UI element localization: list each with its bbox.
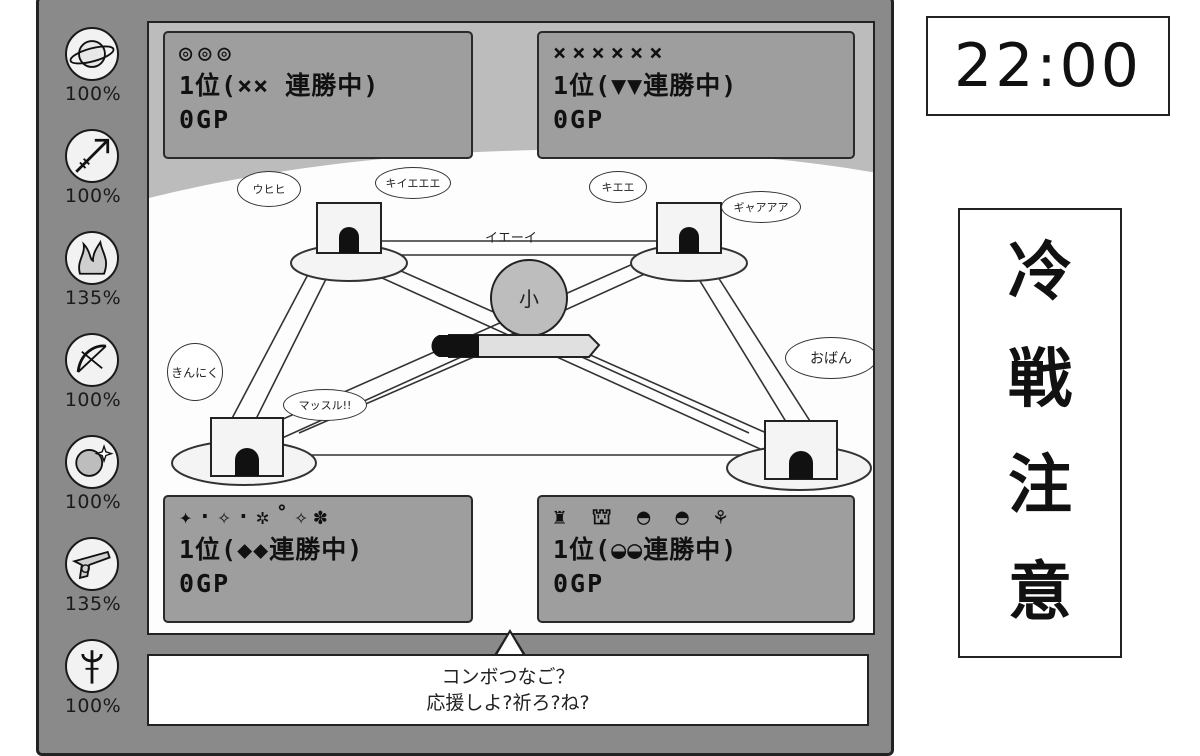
team-gp: 0GP xyxy=(179,569,231,598)
team-name: ✦·✧·✲˚✧✽ xyxy=(179,505,333,530)
stat-percent: 100% xyxy=(64,185,122,207)
planet-icon xyxy=(65,27,119,81)
team-gp: 0GP xyxy=(553,105,605,134)
team-name: ×××××× xyxy=(553,41,669,66)
stat-percent: 135% xyxy=(64,593,122,615)
speech-bubble: キエエ xyxy=(589,171,647,203)
sparkle-orb-icon xyxy=(65,435,119,489)
stat-percent: 100% xyxy=(64,491,122,513)
message-tail-fill xyxy=(497,633,523,655)
stat-slot-1[interactable]: 100% xyxy=(53,27,133,127)
message-line-2: 応援しよ?祈ろ?ね? xyxy=(426,692,590,714)
team-gp: 0GP xyxy=(553,569,605,598)
team-rank: 1位(×× 連勝中) xyxy=(179,71,380,100)
message-line-1: コンボつなご？ xyxy=(441,666,575,688)
speech-bubble: キイエエエ xyxy=(375,167,451,199)
stat-slot-4[interactable]: 100% xyxy=(53,333,133,433)
speech-bubble: おばん xyxy=(785,337,873,379)
stat-percent: 135% xyxy=(64,287,122,309)
stat-slot-6[interactable]: 135% xyxy=(53,537,133,637)
character-face-mark: 小 xyxy=(519,287,539,311)
game-frame: 100% 100% 135% 100% 100% xyxy=(36,0,894,756)
warning-char: 意 xyxy=(1008,554,1072,630)
warning-sign: 冷 戦 注 意 xyxy=(958,208,1122,658)
speech-bubble: ウヒヒ xyxy=(237,171,301,207)
gun-icon xyxy=(65,537,119,591)
clock-display: 22:00 xyxy=(926,16,1170,116)
warning-char: 戦 xyxy=(1008,341,1072,417)
stat-percent: 100% xyxy=(64,83,122,105)
speech-bubble: きんにく xyxy=(167,343,223,401)
team-rank: 1位(◒◒連勝中) xyxy=(553,535,738,564)
speech-bubble: ギャアアア xyxy=(721,191,801,223)
warning-char: 冷 xyxy=(1008,235,1072,311)
warning-char: 注 xyxy=(1008,448,1072,524)
battle-map: ウヒヒ キイエエエ キエエ ギャアアア イエーイ きんにく マッスル!! おばん… xyxy=(147,21,875,635)
team-rank: 1位(▼▼連勝中) xyxy=(553,71,738,100)
team-name: ◎◎◎ xyxy=(179,41,237,66)
trident-icon xyxy=(65,639,119,693)
flame-icon xyxy=(65,231,119,285)
team-gp: 0GP xyxy=(179,105,231,134)
bow-icon xyxy=(65,333,119,387)
team-card[interactable]: ✦·✧·✲˚✧✽ 1位(◆◆連勝中) 0GP xyxy=(163,495,473,623)
stat-slot-5[interactable]: 100% xyxy=(53,435,133,535)
stat-slot-3[interactable]: 135% xyxy=(53,231,133,331)
speech-bubble: マッスル!! xyxy=(283,389,367,421)
team-card[interactable]: ♜ ⛫ ◓ ◓ ⚘ 1位(◒◒連勝中) 0GP xyxy=(537,495,855,623)
character-sidebar: 100% 100% 135% 100% 100% xyxy=(39,0,144,753)
team-rank: 1位(◆◆連勝中) xyxy=(179,535,364,564)
team-card[interactable]: ×××××× 1位(▼▼連勝中) 0GP xyxy=(537,31,855,159)
speech-text: イエーイ xyxy=(485,231,537,246)
message-box: コンボつなご？ 応援しよ?祈ろ?ね? xyxy=(147,654,869,726)
arrow-icon xyxy=(65,129,119,183)
stat-percent: 100% xyxy=(64,695,122,717)
team-name: ♜ ⛫ ◓ ◓ ⚘ xyxy=(553,505,734,530)
stat-slot-2[interactable]: 100% xyxy=(53,129,133,229)
stat-slot-7[interactable]: 100% xyxy=(53,639,133,739)
stat-percent: 100% xyxy=(64,389,122,411)
team-card[interactable]: ◎◎◎ 1位(×× 連勝中) 0GP xyxy=(163,31,473,159)
